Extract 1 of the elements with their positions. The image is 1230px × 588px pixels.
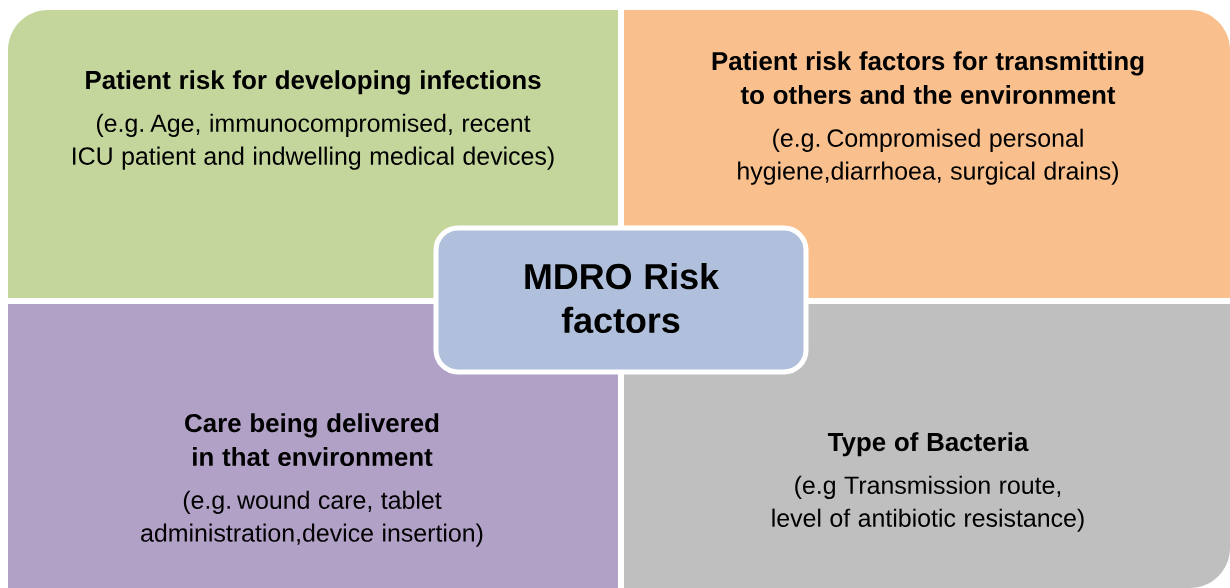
- center-box: MDRO Risk factors: [433, 225, 809, 375]
